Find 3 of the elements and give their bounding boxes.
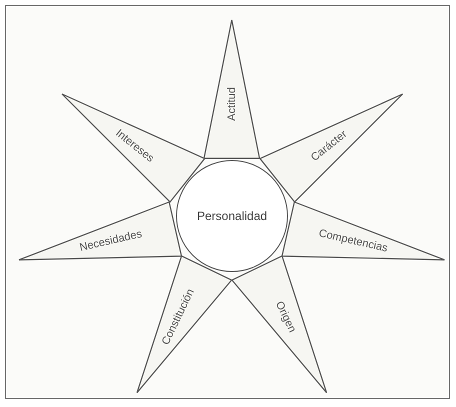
center-label: Personalidad [197,209,268,223]
point-label: Actitud [226,87,238,122]
point-label: Origen [273,299,298,334]
